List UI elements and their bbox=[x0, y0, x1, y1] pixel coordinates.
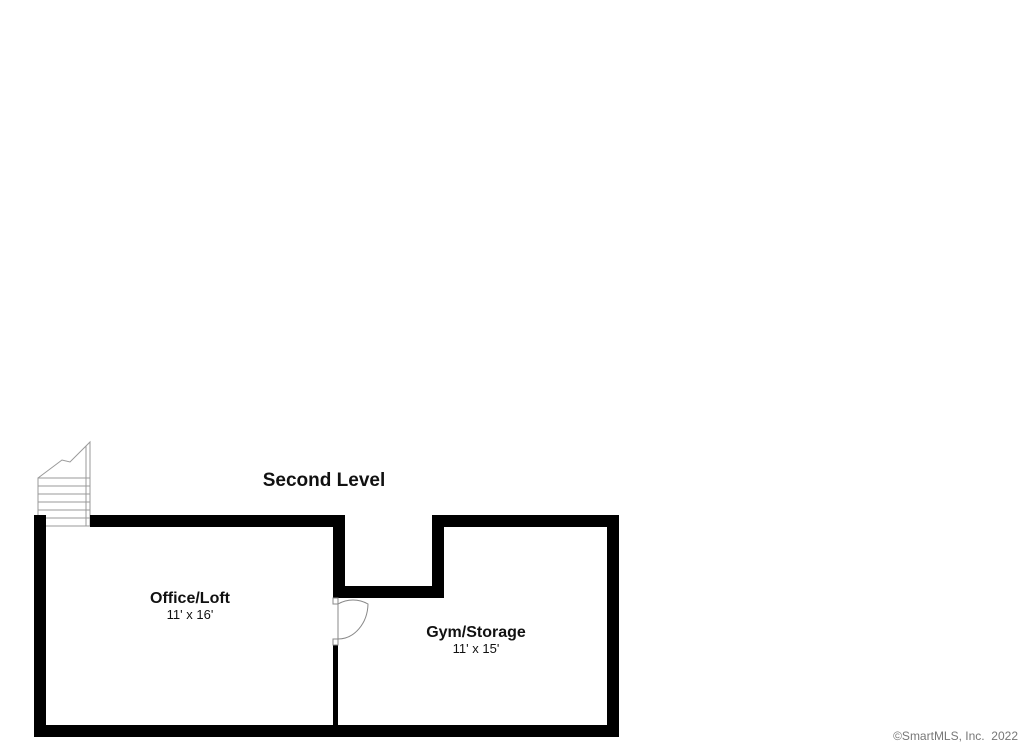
wall-notch-bottom bbox=[333, 586, 444, 598]
wall-top-left bbox=[90, 515, 345, 527]
wall-left bbox=[34, 515, 46, 737]
door bbox=[332, 597, 369, 646]
wall-notch-left bbox=[333, 515, 345, 598]
room-name-office-loft: Office/Loft bbox=[150, 590, 231, 607]
wall-top-right bbox=[432, 515, 619, 527]
walls bbox=[34, 515, 619, 737]
wall-right bbox=[607, 515, 619, 737]
room-dimensions-office-loft: 11' x 16' bbox=[167, 607, 214, 622]
copyright-notice: ©SmartMLS, Inc. 2022 bbox=[893, 729, 1018, 743]
wall-bottom bbox=[34, 725, 619, 737]
level-title: Second Level bbox=[263, 470, 386, 491]
wall-partition bbox=[333, 645, 338, 730]
staircase bbox=[37, 440, 91, 527]
room-dimensions-gym-storage: 11' x 15' bbox=[453, 641, 500, 656]
room-name-gym-storage: Gym/Storage bbox=[426, 624, 526, 641]
wall-notch-right bbox=[432, 515, 444, 598]
